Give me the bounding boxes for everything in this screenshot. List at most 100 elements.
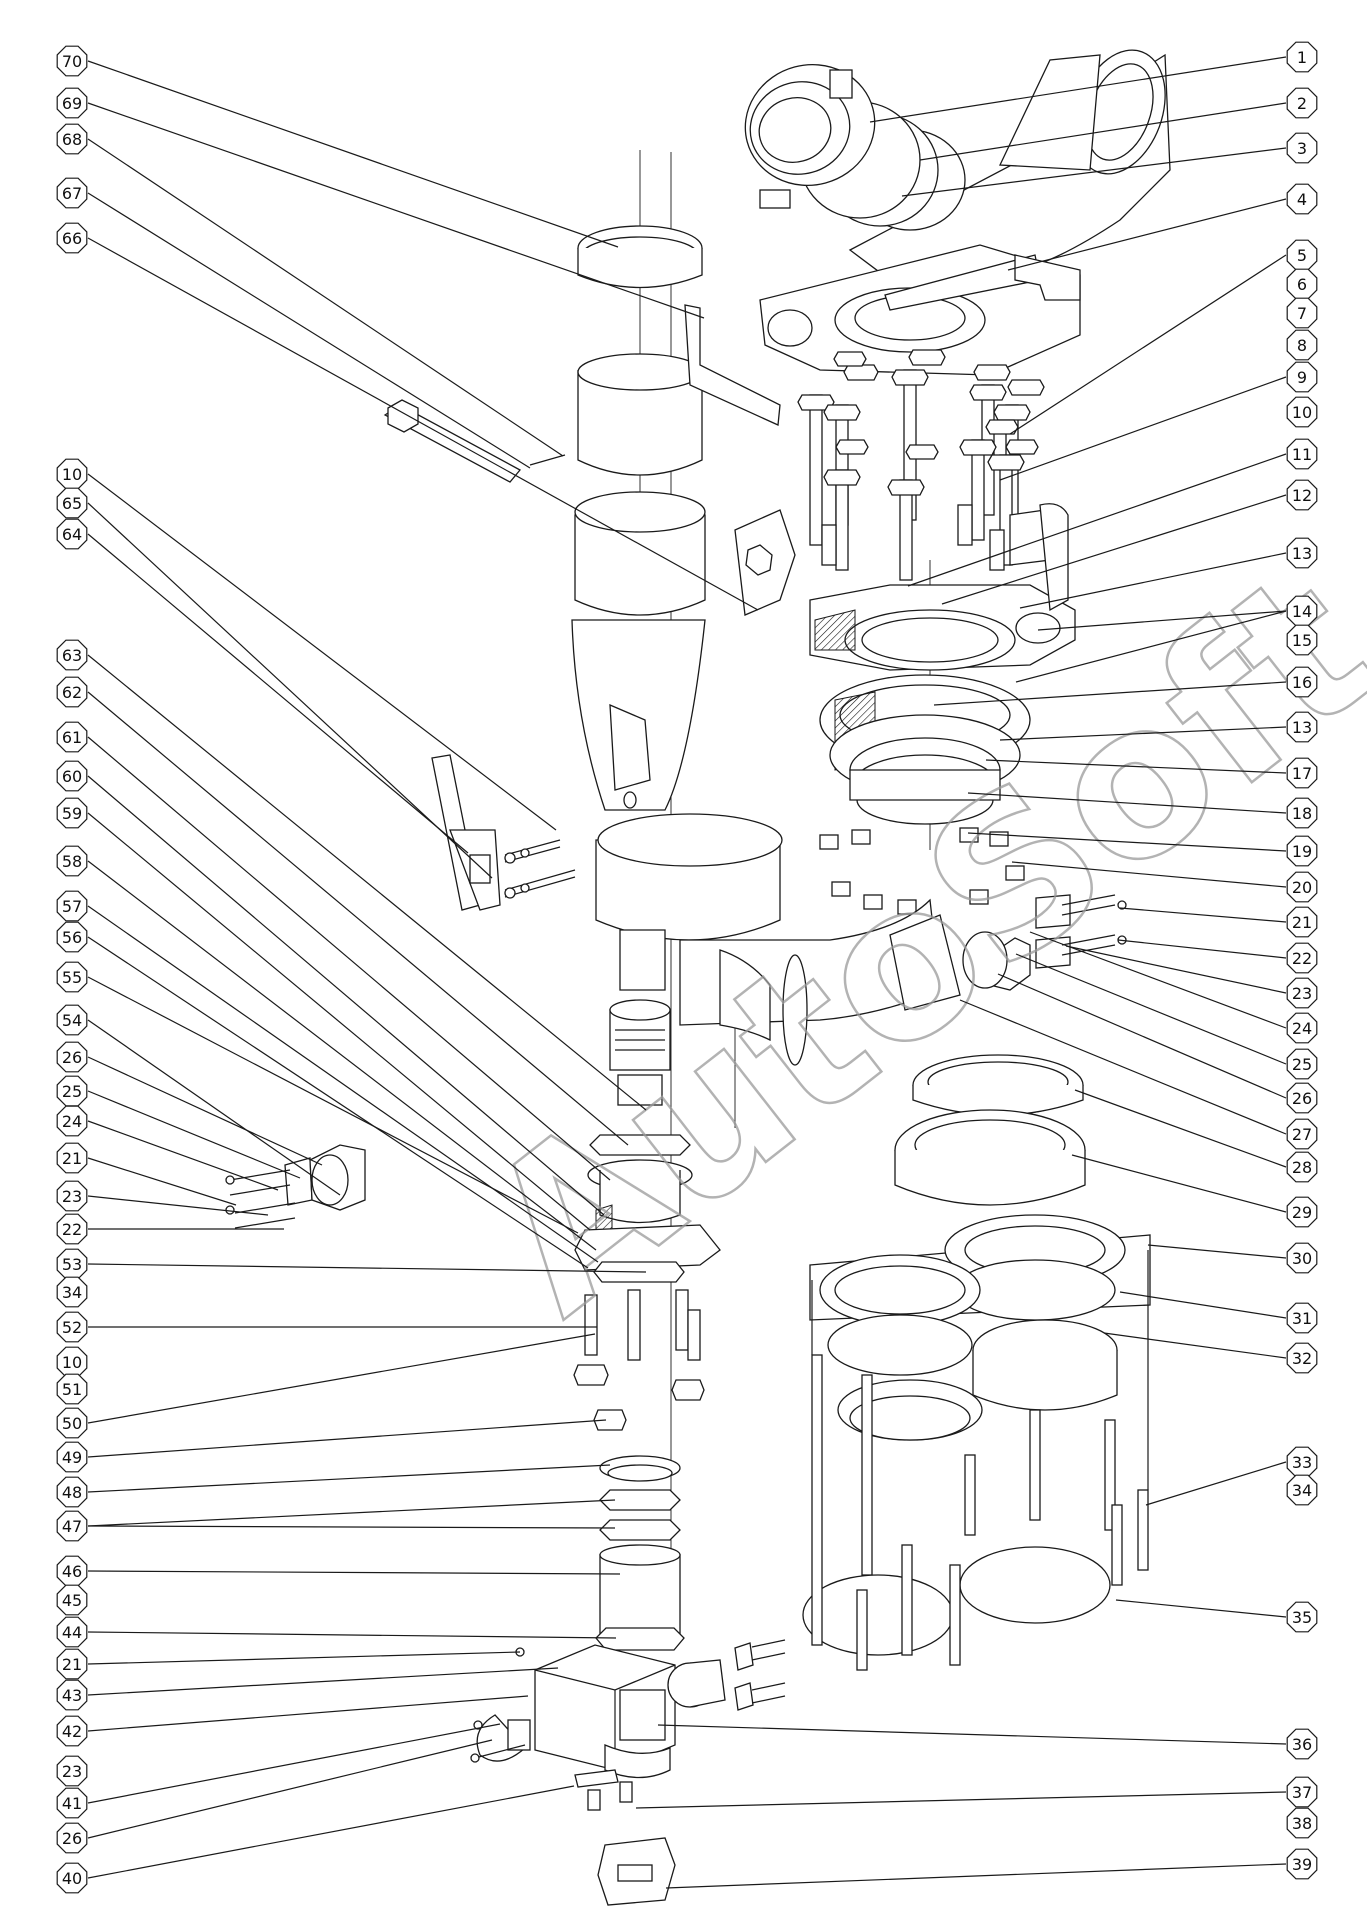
left-bubble-13	[56, 845, 88, 877]
right-label-23: 22	[1292, 949, 1312, 968]
left-label-1: 69	[62, 94, 82, 113]
left-label-20: 24	[62, 1112, 82, 1131]
left-label-41: 41	[62, 1794, 82, 1813]
left-label-34: 46	[62, 1562, 82, 1581]
left-bubble-22	[56, 1180, 88, 1212]
left-bubble-21	[56, 1142, 88, 1174]
right-bubble-16	[1286, 666, 1318, 698]
left-bubble-16	[56, 961, 88, 993]
right-bubble-30	[1286, 1196, 1318, 1228]
left-leader-3	[87, 192, 531, 469]
right-label-30: 29	[1292, 1203, 1312, 1222]
right-bubble-28	[1286, 1118, 1318, 1150]
right-label-40: 39	[1292, 1855, 1312, 1874]
left-bracket-bolts	[225, 1144, 366, 1229]
right-bubble-40	[1286, 1848, 1318, 1880]
right-bubble-22	[1286, 906, 1318, 938]
right-leader-10	[907, 453, 1287, 587]
handle-bracket	[431, 754, 576, 911]
right-label-5: 6	[1297, 275, 1307, 294]
valve-body-block	[470, 1639, 786, 1906]
right-bubble-3	[1286, 183, 1318, 215]
left-label-24: 53	[62, 1255, 82, 1274]
right-bubble-29	[1286, 1151, 1318, 1183]
left-leader-36	[87, 1631, 617, 1639]
left-label-12: 59	[62, 804, 82, 823]
right-bubble-0	[1286, 41, 1318, 73]
left-label-5: 10	[62, 465, 82, 484]
lever-arm	[684, 304, 781, 426]
middle-flange-assembly	[809, 503, 1076, 671]
left-bubble-42	[56, 1822, 88, 1854]
left-leader-37	[87, 1651, 521, 1665]
left-leader-17	[87, 1019, 341, 1196]
right-bubble-12	[1286, 537, 1318, 569]
right-label-4: 5	[1297, 246, 1307, 265]
left-bubble-26	[56, 1311, 88, 1343]
left-leader-18	[87, 1056, 323, 1166]
right-bubble-36	[1286, 1601, 1318, 1633]
right-bubble-37	[1286, 1728, 1318, 1760]
seal-ring-stack	[819, 674, 1031, 915]
right-leader-40	[665, 1863, 1287, 1889]
right-leader-8	[999, 376, 1287, 481]
lower-coupling-bolts	[573, 1289, 705, 1431]
right-leader-36	[1115, 1599, 1287, 1618]
right-label-8: 9	[1297, 368, 1307, 387]
left-leader-32	[87, 1499, 616, 1527]
left-leader-8	[87, 654, 647, 1111]
right-lower-flanges	[802, 1054, 1151, 1671]
right-leader-30	[1071, 1154, 1287, 1213]
right-label-18: 17	[1292, 764, 1312, 783]
left-leader-9	[87, 691, 629, 1146]
right-bubble-7	[1286, 329, 1318, 361]
right-label-39: 38	[1292, 1814, 1312, 1833]
right-bubble-2	[1286, 132, 1318, 164]
stud-bolt-cluster	[797, 349, 1045, 581]
right-leader-25	[1029, 931, 1287, 1029]
right-bubble-18	[1286, 757, 1318, 789]
right-bubble-20	[1286, 835, 1318, 867]
left-label-4: 66	[62, 229, 82, 248]
right-label-11: 12	[1292, 486, 1312, 505]
left-bubble-7	[56, 518, 88, 550]
right-bubble-31	[1286, 1242, 1318, 1274]
right-bubble-38	[1286, 1776, 1318, 1808]
left-label-43: 40	[62, 1869, 82, 1888]
right-leader-31	[1147, 1244, 1287, 1259]
right-label-19: 18	[1292, 804, 1312, 823]
right-leader-4	[1009, 254, 1287, 435]
left-label-40: 23	[62, 1762, 82, 1781]
left-leader-42	[87, 1739, 493, 1839]
left-label-15: 56	[62, 928, 82, 947]
left-label-10: 61	[62, 728, 82, 747]
left-leader-41	[87, 1723, 501, 1804]
right-label-10: 11	[1292, 445, 1312, 464]
left-label-6: 65	[62, 494, 82, 513]
right-leader-11	[941, 494, 1287, 605]
left-label-38: 43	[62, 1686, 82, 1705]
right-leader-16	[933, 681, 1287, 706]
right-label-1: 2	[1297, 94, 1307, 113]
left-label-35: 45	[62, 1591, 82, 1610]
left-bubble-4	[56, 222, 88, 254]
right-label-12: 13	[1292, 544, 1312, 563]
left-label-37: 21	[62, 1655, 82, 1674]
left-label-32: 47	[62, 1517, 82, 1536]
left-leader-20	[87, 1120, 279, 1191]
left-leader-24	[87, 1263, 647, 1273]
left-label-13: 58	[62, 852, 82, 871]
right-label-15: 15	[1292, 631, 1312, 650]
right-label-24: 23	[1292, 984, 1312, 1003]
right-bubble-17	[1286, 711, 1318, 743]
right-leader-29	[1074, 1089, 1287, 1168]
left-label-14: 57	[62, 897, 82, 916]
right-bubble-32	[1286, 1302, 1318, 1334]
left-bubble-41	[56, 1787, 88, 1819]
left-bubble-11	[56, 760, 88, 792]
right-label-36: 35	[1292, 1608, 1312, 1627]
left-label-36: 44	[62, 1623, 82, 1642]
right-bubble-25	[1286, 1012, 1318, 1044]
left-label-23: 22	[62, 1220, 82, 1239]
right-leader-33	[1103, 1332, 1287, 1359]
